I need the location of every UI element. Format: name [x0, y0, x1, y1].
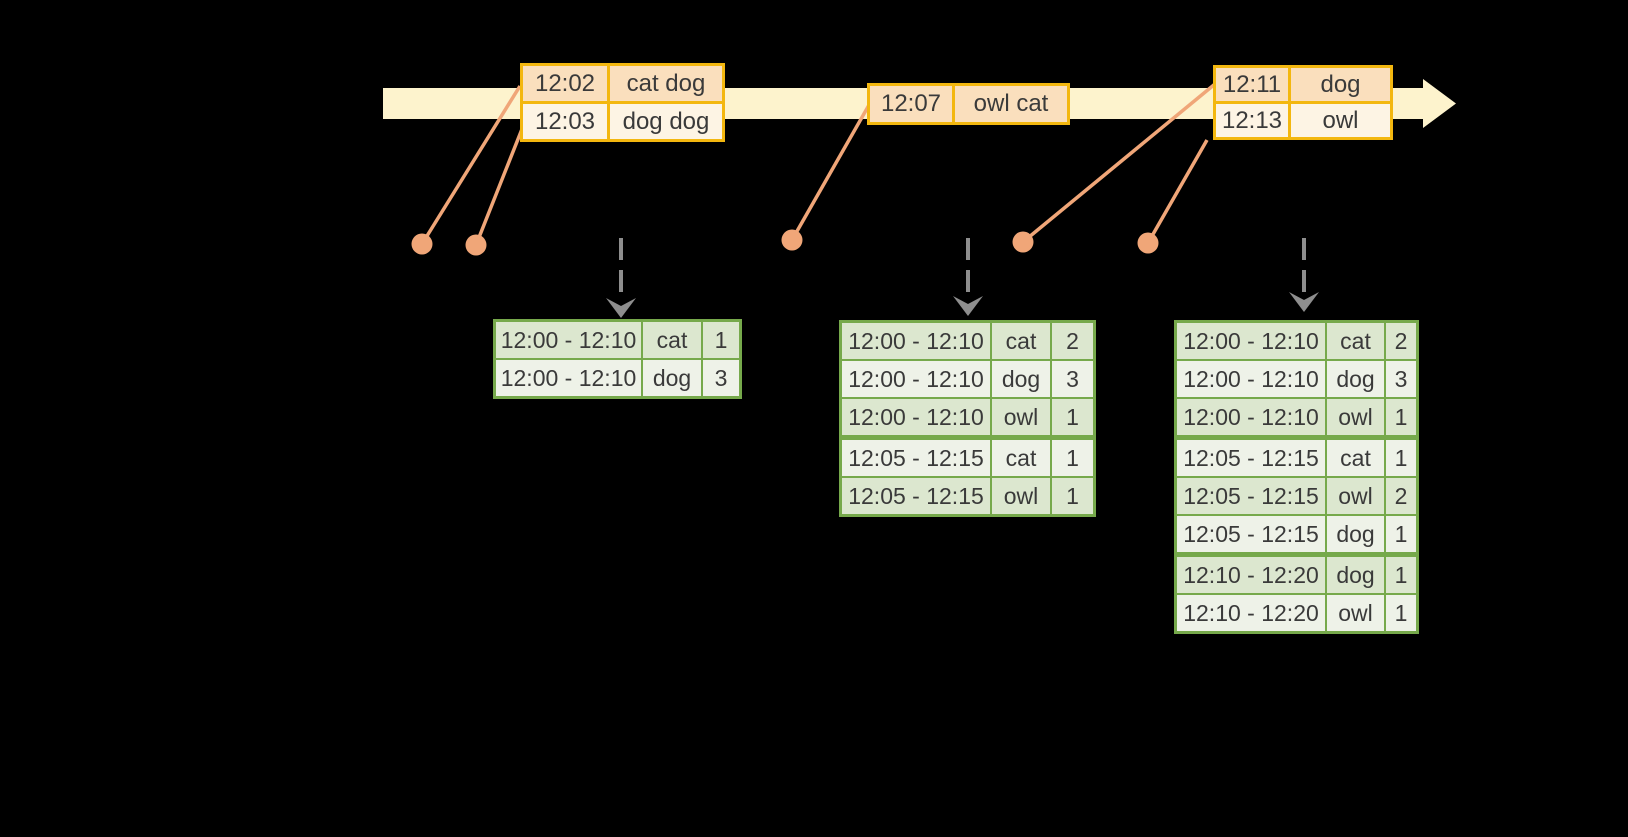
table-row: 12:00 - 12:10 cat 2 — [1177, 323, 1416, 359]
event-time-cell: 12:03 — [523, 104, 607, 139]
count-cell: 1 — [1384, 595, 1416, 631]
window-cell: 12:00 - 12:10 — [1177, 361, 1325, 397]
event-connector-line — [1146, 139, 1209, 244]
table-row: 12:05 - 12:15 dog 1 — [1177, 514, 1416, 552]
window-cell: 12:00 - 12:10 — [496, 322, 641, 358]
count-cell: 2 — [1050, 323, 1093, 359]
table-row: 12:05 - 12:15 owl 2 — [1177, 476, 1416, 514]
count-cell: 2 — [1384, 478, 1416, 514]
table-row: 12:05 - 12:15 cat 1 — [1177, 435, 1416, 476]
table-row: 12:00 - 12:10 cat 1 — [496, 322, 739, 358]
event-dot — [781, 229, 803, 251]
window-cell: 12:05 - 12:15 — [1177, 440, 1325, 476]
event-table-2: 12:07 owl cat — [867, 83, 1070, 125]
count-cell: 1 — [701, 322, 739, 358]
event-time-cell: 12:11 — [1216, 68, 1288, 101]
trigger-arrow-head-icon — [953, 296, 983, 316]
table-row: 12:05 - 12:15 cat 1 — [842, 435, 1093, 476]
count-cell: 3 — [701, 360, 739, 396]
word-cell: dog — [1325, 516, 1384, 552]
table-row: 12:00 - 12:10 dog 3 — [1177, 359, 1416, 397]
window-cell: 12:00 - 12:10 — [842, 323, 990, 359]
table-row: 12:10 - 12:20 dog 1 — [1177, 552, 1416, 593]
word-cell: cat — [990, 323, 1050, 359]
event-time-cell: 12:13 — [1216, 104, 1288, 137]
event-table-1: 12:02 cat dog 12:03 dog dog — [520, 63, 725, 142]
event-connector-line — [790, 104, 871, 241]
word-cell: owl — [1325, 399, 1384, 435]
event-connector-line — [420, 85, 522, 245]
result-table-3: 12:00 - 12:10 cat 2 12:00 - 12:10 dog 3 … — [1174, 320, 1419, 634]
count-cell: 3 — [1050, 361, 1093, 397]
window-cell: 12:05 - 12:15 — [1177, 516, 1325, 552]
word-cell: owl — [990, 478, 1050, 514]
event-table-3: 12:11 dog 12:13 owl — [1213, 65, 1393, 140]
word-cell: dog — [1325, 557, 1384, 593]
trigger-arrow-head-icon — [1289, 292, 1319, 312]
event-row: 12:03 dog dog — [523, 101, 722, 139]
event-dot — [465, 234, 487, 256]
count-cell: 1 — [1384, 440, 1416, 476]
table-row: 12:00 - 12:10 dog 3 — [496, 358, 739, 396]
event-dot — [1137, 232, 1159, 254]
window-cell: 12:05 - 12:15 — [842, 478, 990, 514]
event-time-cell: 12:07 — [870, 86, 952, 122]
table-row: 12:00 - 12:10 owl 1 — [842, 397, 1093, 435]
word-cell: cat — [641, 322, 701, 358]
result-table-2: 12:00 - 12:10 cat 2 12:00 - 12:10 dog 3 … — [839, 320, 1096, 517]
event-time-cell: 12:02 — [523, 66, 607, 101]
event-dot — [411, 233, 433, 255]
count-cell: 1 — [1050, 440, 1093, 476]
word-cell: dog — [641, 360, 701, 396]
count-cell: 1 — [1050, 399, 1093, 435]
table-row: 12:10 - 12:20 owl 1 — [1177, 593, 1416, 631]
word-cell: cat — [1325, 323, 1384, 359]
count-cell: 1 — [1384, 557, 1416, 593]
window-cell: 12:10 - 12:20 — [1177, 595, 1325, 631]
window-cell: 12:05 - 12:15 — [842, 440, 990, 476]
result-table-1: 12:00 - 12:10 cat 1 12:00 - 12:10 dog 3 — [493, 319, 742, 399]
count-cell: 1 — [1050, 478, 1093, 514]
window-cell: 12:10 - 12:20 — [1177, 557, 1325, 593]
event-words-cell: owl — [1288, 104, 1390, 137]
count-cell: 1 — [1384, 399, 1416, 435]
window-cell: 12:00 - 12:10 — [842, 361, 990, 397]
event-words-cell: cat dog — [607, 66, 722, 101]
event-row: 12:11 dog — [1216, 68, 1390, 101]
word-cell: owl — [1325, 595, 1384, 631]
table-row: 12:05 - 12:15 owl 1 — [842, 476, 1093, 514]
window-cell: 12:05 - 12:15 — [1177, 478, 1325, 514]
window-cell: 12:00 - 12:10 — [496, 360, 641, 396]
word-cell: cat — [1325, 440, 1384, 476]
count-cell: 2 — [1384, 323, 1416, 359]
event-row: 12:02 cat dog — [523, 66, 722, 101]
word-cell: owl — [1325, 478, 1384, 514]
table-row: 12:00 - 12:10 dog 3 — [842, 359, 1093, 397]
count-cell: 3 — [1384, 361, 1416, 397]
word-cell: owl — [990, 399, 1050, 435]
event-connector-line — [1021, 82, 1217, 244]
window-cell: 12:00 - 12:10 — [1177, 323, 1325, 359]
event-words-cell: owl cat — [952, 86, 1067, 122]
trigger-arrow-head-icon — [606, 298, 636, 318]
event-dot — [1012, 231, 1034, 253]
table-row: 12:00 - 12:10 owl 1 — [1177, 397, 1416, 435]
count-cell: 1 — [1384, 516, 1416, 552]
event-row: 12:07 owl cat — [870, 86, 1067, 122]
window-cell: 12:00 - 12:10 — [1177, 399, 1325, 435]
word-cell: dog — [990, 361, 1050, 397]
event-connector-line — [474, 123, 526, 246]
window-cell: 12:00 - 12:10 — [842, 399, 990, 435]
event-words-cell: dog — [1288, 68, 1390, 101]
word-cell: cat — [990, 440, 1050, 476]
event-words-cell: dog dog — [607, 104, 722, 139]
table-row: 12:00 - 12:10 cat 2 — [842, 323, 1093, 359]
event-row: 12:13 owl — [1216, 101, 1390, 137]
word-cell: dog — [1325, 361, 1384, 397]
